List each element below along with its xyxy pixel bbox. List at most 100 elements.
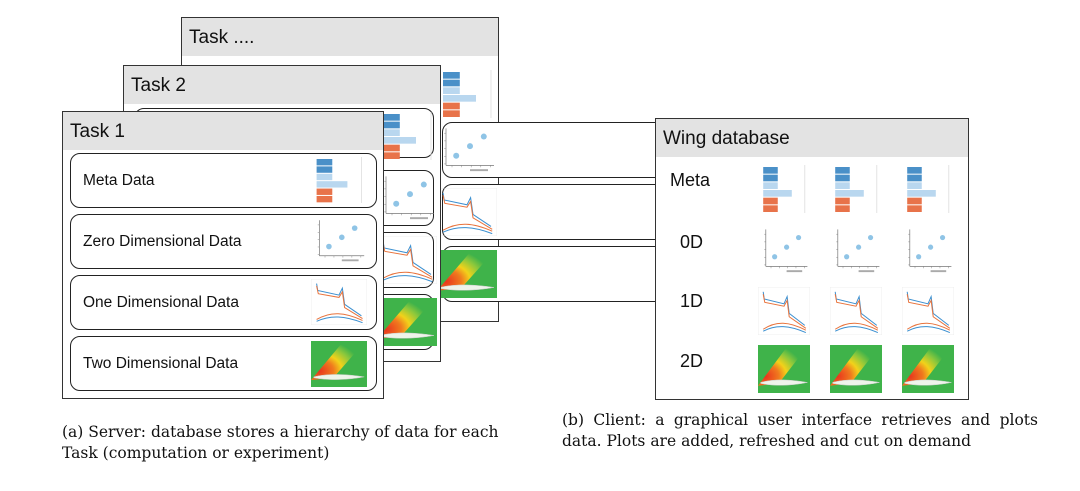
airfoil-shape [832,379,880,386]
line-series [834,294,879,329]
contour-region [830,347,877,386]
meta-thumbnail[interactable] [902,165,954,213]
meta-bar [316,195,333,203]
contour-region [758,347,805,386]
wing-database-title: Wing database [656,119,968,157]
scatter-point [844,254,850,260]
line-series [906,294,951,329]
airfoil-shape [379,332,435,339]
line-series [382,240,432,275]
line-series [442,227,493,235]
line-plot-thumbnail [436,187,498,237]
meta-bar [835,205,850,212]
meta-thumbnail[interactable] [830,165,882,213]
server-caption: (a) Server: database stores a hierarchy … [62,423,499,462]
line-series [834,322,879,331]
line-plot-thumbnail[interactable] [829,286,883,336]
scatter-point [393,200,400,207]
meta-bar [316,159,333,166]
contour-region [902,347,949,386]
task-card-front[interactable]: Task 1 Meta Data Zero Dimensional Data O… [62,111,384,399]
meta-thumbnail [377,112,437,160]
meta-bar [316,181,348,188]
line-series [762,294,807,329]
meta-bar [835,197,850,205]
line-series [762,322,807,331]
scatter-thumbnail[interactable] [902,227,954,275]
scatter-point [939,234,946,241]
airfoil-shape [313,374,365,380]
meta-bar [316,173,333,181]
contour-region [311,343,362,381]
scatter-point [339,234,345,241]
meta-bar [443,102,460,110]
meta-bar [763,205,778,212]
row-label-2d: 2D [680,351,704,371]
scatter-thumbnail [311,218,367,264]
meta-bar [316,166,333,173]
meta-bar [443,79,460,87]
meta-bar [835,182,850,189]
line-series [316,313,363,321]
zero-dimensional-data-row[interactable]: Zero Dimensional Data [70,214,377,269]
contour-region [437,252,491,291]
client-caption: (b) Client: a graphical user interface r… [562,411,1038,450]
scatter-thumbnail[interactable] [758,227,810,275]
line-plot-thumbnail[interactable] [757,286,811,336]
line-series [382,271,433,280]
scatter-point [784,244,790,250]
meta-bar [316,188,333,195]
wing-database-window[interactable]: Wing database Meta 0D 1D 2D [655,118,969,400]
meta-data-row[interactable]: Meta Data [70,153,377,208]
meta-bar [383,114,400,121]
contour-thumbnail [377,298,437,346]
contour-thumbnail[interactable] [902,345,954,393]
line-series [316,285,363,319]
airfoil-shape [760,379,808,386]
meta-bar [383,144,400,152]
line-series [442,195,493,230]
two-dimensional-data-row[interactable]: Two Dimensional Data [70,336,377,391]
meta-bar [443,95,476,102]
contour-thumbnail[interactable] [830,345,882,393]
line-series [834,326,879,334]
meta-bar [907,174,922,182]
line-series [762,326,807,334]
meta-thumbnail [311,157,367,203]
task-card-front-title: Task 1 [63,112,383,150]
row-label: Zero Dimensional Data [83,232,242,250]
row-label: Meta Data [83,171,155,189]
meta-bar [383,129,400,136]
scatter-point [916,254,922,260]
meta-bar [383,121,400,129]
meta-bar [383,152,400,159]
contour-thumbnail[interactable] [758,345,810,393]
scatter-point [867,234,874,241]
meta-thumbnail [437,70,497,118]
meta-bar [835,167,850,174]
meta-thumbnail[interactable] [758,165,810,213]
line-series [316,316,363,324]
x-axis-label [786,270,803,273]
airfoil-shape [904,379,952,386]
meta-bar [383,137,416,144]
meta-bar [835,190,864,197]
line-plot-thumbnail[interactable] [901,286,955,336]
scatter-point [326,243,332,250]
meta-bar [763,182,778,189]
meta-bar [443,72,460,79]
scatter-point [453,152,460,159]
one-dimensional-data-row[interactable]: One Dimensional Data [70,275,377,330]
x-axis-label [410,217,428,220]
meta-bar [835,174,850,182]
scatter-thumbnail[interactable] [830,227,882,275]
line-series [906,322,951,331]
line-series [442,192,492,227]
scatter-point [480,133,487,140]
scatter-thumbnail [377,174,437,222]
line-series [382,275,433,283]
line-series [762,291,806,326]
line-series [906,291,950,326]
x-axis-label [341,259,359,262]
scatter-point [856,244,862,250]
